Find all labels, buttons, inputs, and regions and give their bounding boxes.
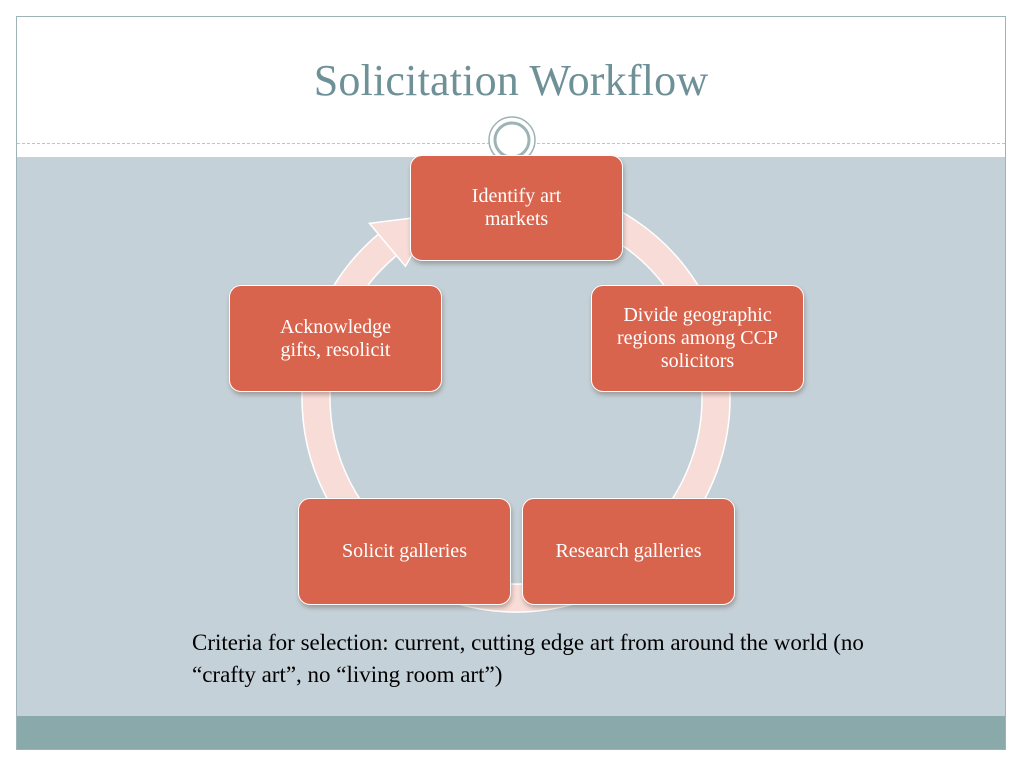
step-label: Identify art markets bbox=[471, 185, 562, 230]
step-acknowledge-gifts: Acknowledge gifts, resolicit bbox=[229, 285, 442, 392]
footer-bar bbox=[17, 716, 1005, 749]
step-identify-art-markets: Identify art markets bbox=[410, 155, 623, 261]
step-divide-regions: Divide geographic regions among CCP soli… bbox=[591, 285, 804, 392]
step-label: Acknowledge gifts, resolicit bbox=[279, 315, 392, 361]
step-label: Divide geographic regions among CCP soli… bbox=[616, 304, 779, 372]
criteria-text: Criteria for selection: current, cutting… bbox=[192, 630, 864, 687]
step-label: Solicit galleries bbox=[342, 540, 467, 562]
step-label: Research galleries bbox=[555, 540, 702, 562]
step-research-galleries: Research galleries bbox=[522, 498, 735, 605]
step-solicit-galleries: Solicit galleries bbox=[298, 498, 511, 605]
slide-title: Solicitation Workflow bbox=[313, 56, 709, 105]
cycle-ring-arc bbox=[301, 183, 731, 613]
